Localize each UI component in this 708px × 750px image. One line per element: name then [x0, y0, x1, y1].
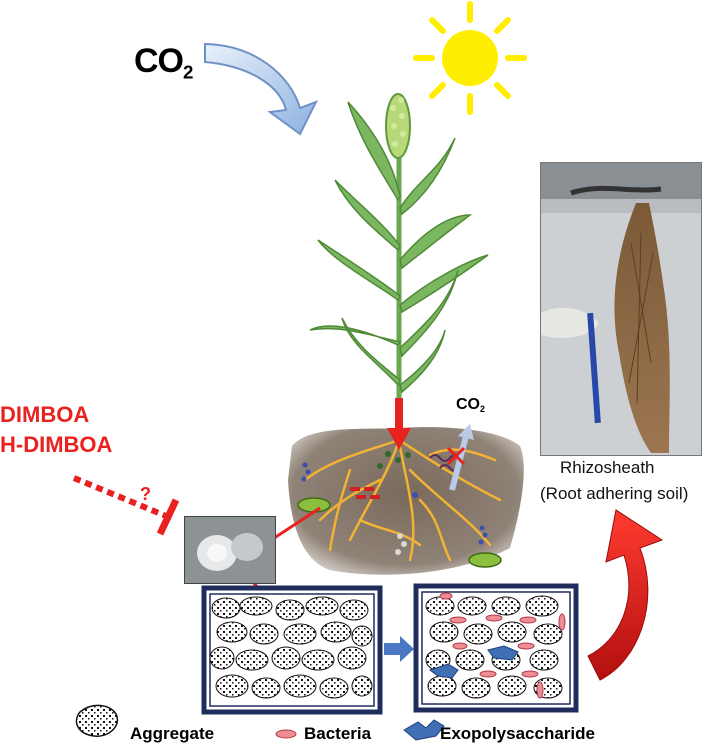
- curved-red-arrow-icon: [587, 509, 664, 681]
- dimboa-label: DIMBOA: [0, 402, 90, 427]
- aggregate-box-initial: [201, 585, 383, 715]
- rhizosheath-label: Rhizosheath: [560, 458, 655, 477]
- legend-aggregate-label: Aggregate: [130, 724, 215, 743]
- inhibition-icon: [72, 475, 180, 536]
- rhizosheath-sublabel: (Root adhering soil): [540, 484, 689, 503]
- legend-exopolysaccharide-icon: [403, 719, 445, 741]
- microscopy-image: [184, 516, 276, 584]
- legend-bacteria-icon: [275, 729, 297, 739]
- aggregate-box-rhizosheath: [413, 583, 579, 713]
- legend-exopolysaccharide-label: Exopolysaccharide: [440, 724, 595, 743]
- co2-release-label: CO2: [456, 396, 485, 415]
- transition-arrow-icon: [384, 636, 414, 662]
- co2-release-arrow-icon: [446, 424, 474, 491]
- co2-label: CO2: [134, 42, 193, 83]
- question-mark: ?: [140, 484, 151, 504]
- legend-aggregate-icon: [75, 704, 119, 737]
- rhizosheath-photo: [540, 162, 702, 456]
- co2-arrow-icon: [204, 42, 319, 136]
- h-dimboa-label: H-DIMBOA: [0, 432, 113, 457]
- legend-bacteria-label: Bacteria: [304, 724, 372, 743]
- root-exudate-arrow: [387, 398, 411, 450]
- sun-icon: [413, 1, 527, 115]
- soil-rhizosphere: [288, 427, 524, 575]
- plant-icon: [309, 93, 489, 420]
